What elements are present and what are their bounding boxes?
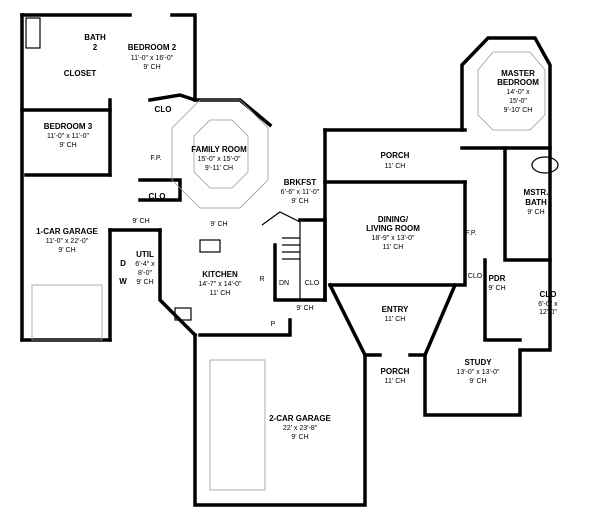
clo-pdr: CLO: [468, 273, 483, 280]
bedroom3-size: 11'-0" x 11'-0": [47, 133, 90, 140]
dining-size: 18'-9" x 13'-0": [371, 235, 415, 242]
master-ceiling: [477, 51, 546, 131]
closet-label: CLOSET: [64, 69, 97, 78]
brkfst-label: BRKFST: [284, 178, 317, 187]
dryer-label: D: [120, 259, 126, 268]
clo-family: CLO: [149, 192, 166, 201]
family-room-label: FAMILY ROOM: [191, 145, 247, 154]
stairs: [261, 211, 301, 300]
fireplace-dining: F.P.: [465, 230, 476, 237]
garage1-size: 11'-0" x 22'-0": [46, 238, 89, 245]
front-porch-ch: 11' CH: [385, 378, 406, 385]
util-size-1: 6'-4" x: [135, 261, 155, 268]
garage1-label: 1-CAR GARAGE: [36, 227, 98, 236]
pantry-label: P: [271, 321, 276, 328]
washer-label: W: [119, 277, 127, 286]
bath2-number: 2: [93, 43, 98, 52]
dining-ch: 11' CH: [383, 244, 404, 251]
family-room-ceiling: [171, 99, 269, 209]
entry-label: ENTRY: [382, 305, 409, 314]
pdr-label: PDR: [489, 274, 506, 283]
master-size-1: 14'-0" x: [506, 89, 530, 96]
bedroom3-ch: 9' CH: [59, 142, 76, 149]
garage2-ch: 9' CH: [291, 434, 308, 441]
brkfst-size: 6'-6" x 11'-0": [281, 189, 320, 196]
stair-ch: 9' CH: [296, 305, 313, 312]
bath2-tub-icon: [25, 17, 41, 49]
cooktop-icon: [199, 239, 221, 253]
util-label: UTIL: [136, 250, 154, 259]
refrigerator-label: R: [259, 276, 264, 283]
family-room-ch: 9'-11' CH: [205, 165, 233, 172]
bath2-label: BATH: [84, 33, 106, 42]
master-clo-size-1: 6'-0" x: [538, 301, 558, 308]
master-ch: 9'-10' CH: [504, 107, 533, 114]
bedroom3-label: BEDROOM 3: [44, 122, 93, 131]
garage2-label: 2-CAR GARAGE: [269, 414, 331, 423]
clo-bedroom2: CLO: [155, 105, 172, 114]
kitchen-ch: 11' CH: [210, 290, 231, 297]
mstr-bath-label-1: MSTR.: [524, 188, 549, 197]
mstr-bath-ch: 9' CH: [527, 209, 544, 216]
dining-label-2: LIVING ROOM: [366, 224, 420, 233]
kitchen-size: 14'-7" x 14'-0": [198, 281, 242, 288]
study-ch: 9' CH: [469, 378, 486, 385]
master-clo-label: CLO: [540, 290, 557, 299]
clo-stair: CLO: [305, 280, 320, 287]
entry-ch: 11' CH: [385, 316, 406, 323]
rear-porch-label: PORCH: [381, 151, 410, 160]
bathtub-icon: [531, 156, 559, 174]
bedroom2-label: BEDROOM 2: [128, 43, 177, 52]
brkfst-ch: 9' CH: [291, 198, 308, 205]
master-label-2: BEDROOM: [497, 78, 539, 87]
family-room-size: 15'-0" x 15'-0": [197, 156, 241, 163]
family-hall-ch: 9' CH: [210, 221, 227, 228]
front-porch-label: PORCH: [381, 367, 410, 376]
hall-ch: 9' CH: [132, 218, 149, 225]
study-label: STUDY: [464, 358, 492, 367]
sink-icon: [174, 307, 192, 321]
util-size-2: 8'-0": [138, 270, 152, 277]
dining-label-1: DINING/: [378, 215, 409, 224]
study-size: 13'-0" x 13'-0": [456, 369, 500, 376]
master-size-2: 15'-0": [509, 98, 527, 105]
walls: [20, 13, 552, 507]
master-label-1: MASTER: [501, 69, 535, 78]
garage-2-door: [209, 359, 266, 491]
util-ch: 9' CH: [136, 279, 153, 286]
garage1-ch: 9' CH: [58, 247, 75, 254]
mstr-bath-label-2: BATH: [525, 198, 547, 207]
garage2-size: 22' x 23'-8": [283, 425, 318, 432]
master-clo-size-2: 12'-0": [539, 309, 557, 316]
stair-down-label: DN: [279, 280, 289, 287]
bedroom2-ch: 9' CH: [143, 64, 160, 71]
rear-porch-ch: 11' CH: [385, 163, 406, 170]
bedroom2-size: 11'-0" x 16'-0": [131, 55, 174, 62]
fireplace-family: F.P.: [150, 155, 161, 162]
pdr-ch: 9' CH: [488, 285, 505, 292]
kitchen-label: KITCHEN: [202, 270, 238, 279]
garage-1-door: [31, 284, 103, 341]
